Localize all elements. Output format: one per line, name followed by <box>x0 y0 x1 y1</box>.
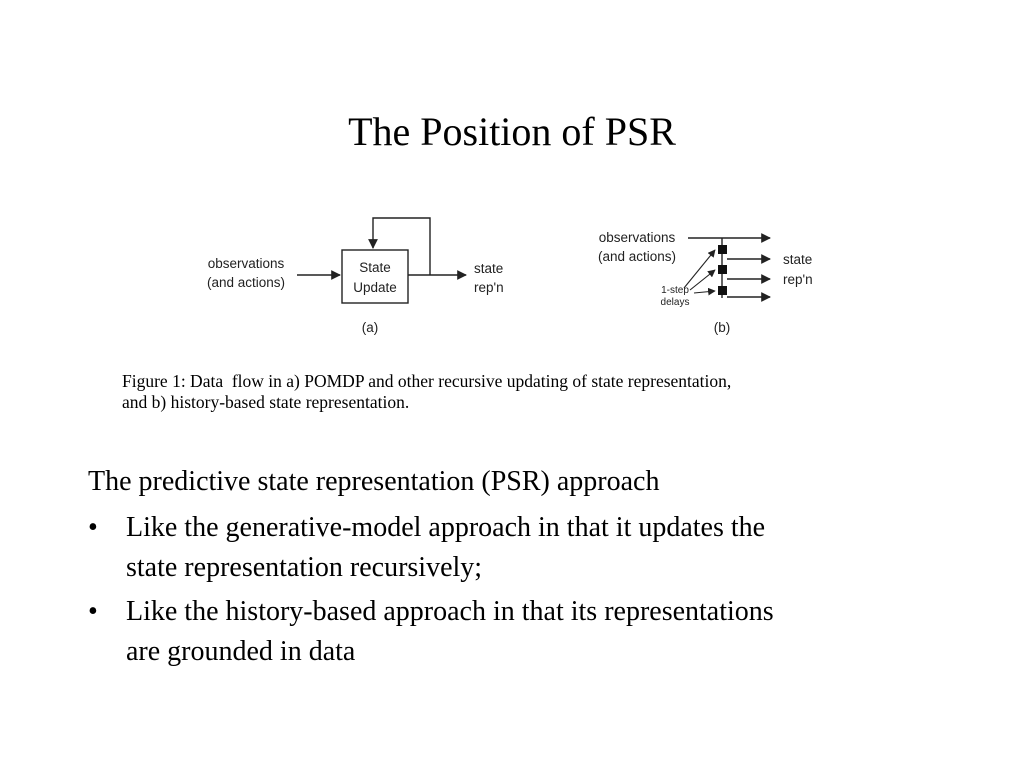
slide-body: The predictive state representation (PSR… <box>88 462 968 676</box>
delay-label-2: delays <box>661 297 690 308</box>
diagram-b-output-label-1: state <box>783 252 812 267</box>
bullet-item-2: • Like the history-based approach in tha… <box>88 592 968 672</box>
slide-title: The Position of PSR <box>348 109 676 154</box>
delay-label-1: 1-step <box>661 285 689 296</box>
diagram-a-output-label-2: rep'n <box>474 280 504 295</box>
delay-pointer-3 <box>693 287 716 296</box>
diagram-a-input-label-1: observations <box>208 256 285 271</box>
bullet-item-1: • Like the generative-model approach in … <box>88 508 968 588</box>
bullet-dot-icon: • <box>88 596 98 627</box>
delay-node-2 <box>718 265 727 274</box>
diagram-a: observations (and actions) State Update … <box>207 217 504 335</box>
delay-pointer-2 <box>689 269 716 291</box>
bullet-2-line-2: are grounded in data <box>126 636 356 667</box>
state-update-box <box>341 249 409 304</box>
figure-caption-line-1: Figure 1: Data flow in a) POMDP and othe… <box>122 371 732 391</box>
state-update-label-2: Update <box>353 280 397 295</box>
delay-node-1 <box>718 245 727 254</box>
diagram-b-input-label-1: observations <box>599 230 676 245</box>
diagram-b-output-label-2: rep'n <box>783 272 813 287</box>
data-flow-figure: observations (and actions) State Update … <box>207 217 813 335</box>
bullet-1-line-2: state representation recursively; <box>126 552 483 583</box>
diagram-b: observations (and actions) 1-step delays… <box>598 230 813 335</box>
feedback-loop-arrow <box>368 217 431 275</box>
body-lead: The predictive state representation (PSR… <box>88 466 660 497</box>
diagram-a-input-label-2: (and actions) <box>207 275 285 290</box>
figure-caption-line-2: and b) history-based state representatio… <box>122 392 410 412</box>
delay-pointer-1 <box>683 249 716 289</box>
bullet-1-line-1: Like the generative-model approach in th… <box>126 512 766 543</box>
diagram-b-input-label-2: (and actions) <box>598 249 676 264</box>
state-update-label-1: State <box>359 260 391 275</box>
delay-node-3 <box>718 286 727 295</box>
diagram-a-caption-label: (a) <box>362 320 379 335</box>
diagram-a-output-label-1: state <box>474 261 503 276</box>
figure-caption: Figure 1: Data flow in a) POMDP and othe… <box>122 371 942 413</box>
bullet-2-line-1: Like the history-based approach in that … <box>126 596 774 627</box>
bullet-dot-icon: • <box>88 512 98 543</box>
diagram-b-caption-label: (b) <box>714 320 731 335</box>
